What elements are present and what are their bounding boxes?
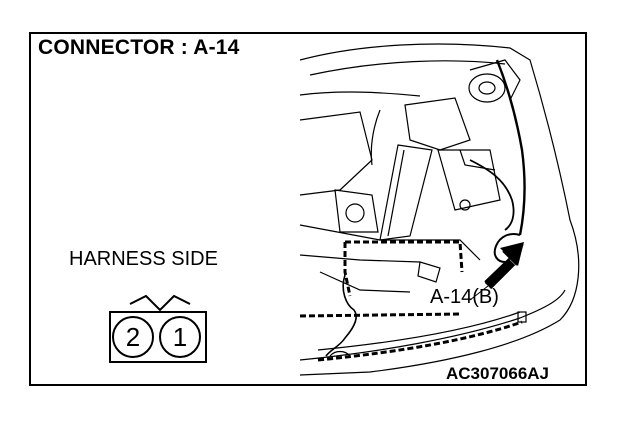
diagram-frame xyxy=(29,32,587,386)
connector-arrow-icon xyxy=(484,242,524,290)
pin-circle-1 xyxy=(159,316,201,358)
engine-bay-illustration xyxy=(299,43,580,376)
pin-label-1: 1 xyxy=(173,322,187,352)
harness-route-dashed xyxy=(299,240,523,362)
callout-leader xyxy=(469,285,489,301)
pin-label-2: 2 xyxy=(126,322,140,352)
figure-code: AC307066AJ xyxy=(446,364,550,383)
connector-lock-tab xyxy=(129,294,191,312)
connector-face xyxy=(109,294,207,363)
connector-housing xyxy=(109,311,207,363)
harness-side-label: HARNESS SIDE xyxy=(69,248,218,270)
connector-title: CONNECTOR : A-14 xyxy=(38,36,240,59)
pin-circle-2 xyxy=(112,316,154,358)
